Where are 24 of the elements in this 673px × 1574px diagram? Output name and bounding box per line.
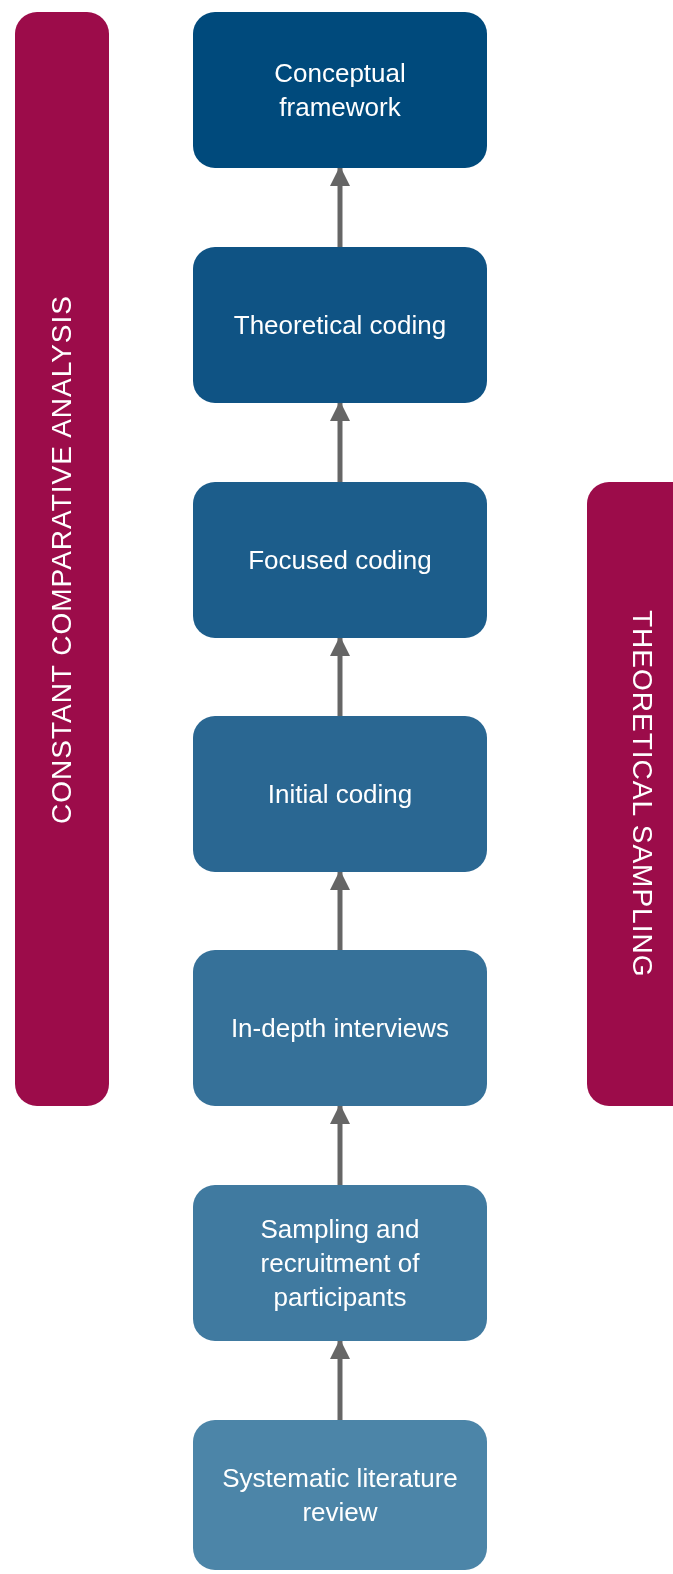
process-box [193,482,487,638]
step-label: Conceptual framework [273,57,407,124]
process-box [193,247,487,403]
step-label: Sampling and recruitment of participants [259,1213,421,1314]
arrow [330,870,350,950]
process-box [193,1185,487,1341]
arrow [330,636,350,716]
process-box [193,12,487,168]
process-box [193,716,487,872]
process-box [193,950,487,1106]
label-bar [587,482,673,1106]
arrow [330,166,350,247]
step-label: Focused coding [247,544,433,577]
step-label: Theoretical coding [232,309,448,342]
bar-label: THEORETICAL SAMPLING [626,610,658,978]
arrow [330,1104,350,1185]
arrow [330,1339,350,1420]
arrow [330,401,350,482]
step-label: Systematic literature review [221,1462,459,1529]
process-box [193,1420,487,1570]
bar-label: CONSTANT COMPARATIVE ANALYSIS [46,294,78,824]
label-bar [15,12,109,1106]
step-label: Initial coding [266,778,414,811]
step-label: In-depth interviews [229,1012,451,1045]
